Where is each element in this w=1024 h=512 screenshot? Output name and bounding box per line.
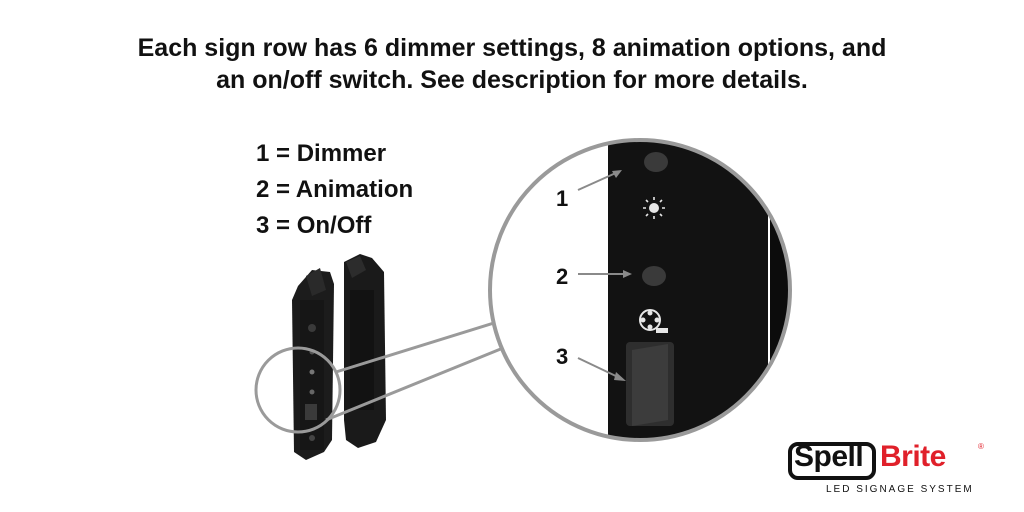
logo-tagline: LED SIGNAGE SYSTEM (826, 484, 974, 495)
logo-brite: Brite (880, 440, 946, 473)
zoom-detail (490, 140, 790, 440)
headline-line-2: an on/off switch. See description for mo… (216, 66, 808, 94)
connector-line-top (335, 316, 511, 374)
connector-line-bottom (325, 344, 509, 422)
logo-speech-box (788, 442, 876, 480)
spellbrite-logo: Spell Brite ® LED SIGNAGE SYSTEM (788, 438, 988, 502)
legend-item-animation: 2 = Animation (256, 176, 414, 203)
logo-registered-mark: ® (978, 442, 984, 451)
callout-arrow-3 (577, 357, 621, 379)
legend-item-dimmer: 1 = Dimmer (256, 140, 387, 167)
callout-label-2: 2 (556, 264, 569, 289)
bracket-device (344, 254, 386, 448)
zoom-circle (488, 138, 792, 442)
dimmer-button (644, 152, 668, 172)
headline: Each sign row has 6 dimmer settings, 8 a… (0, 32, 1024, 96)
callout-arrow-1 (577, 171, 619, 191)
headline-line-1: Each sign row has 6 dimmer settings, 8 a… (137, 34, 887, 62)
sun-icon (643, 197, 665, 219)
film-reel-icon (639, 309, 668, 333)
legend-item-on-off: 3 = On/Off (256, 212, 372, 239)
legend: 1 = Dimmer 2 = Animation 3 = On/Off (256, 136, 413, 244)
animation-button (642, 266, 666, 286)
rocker-switch-icon (626, 342, 674, 426)
highlight-circle (254, 346, 342, 434)
logo-spell: Spell (794, 440, 864, 473)
callout-label-3: 3 (556, 344, 569, 369)
callout-label-1: 1 (556, 186, 569, 211)
